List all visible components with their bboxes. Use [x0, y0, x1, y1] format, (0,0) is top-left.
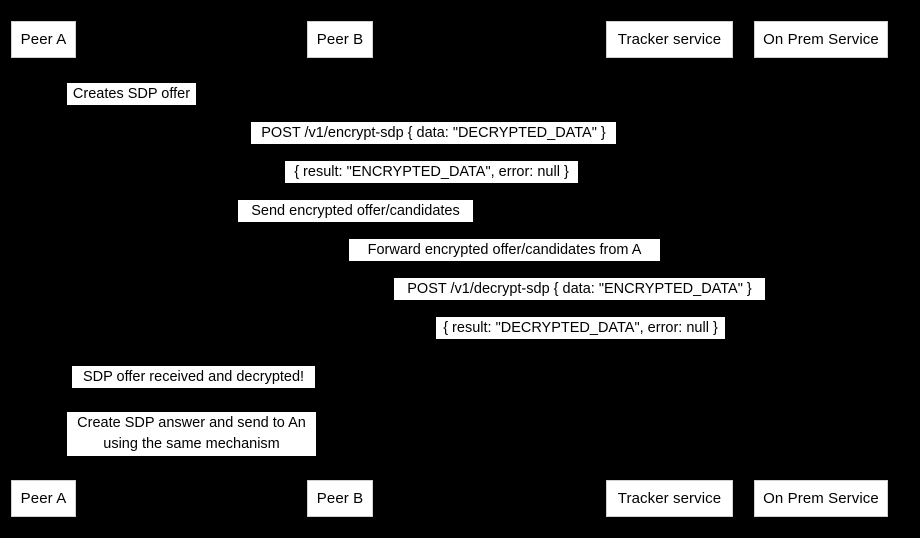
message-create-sdp-answer: Create SDP answer and send to An using t…: [67, 412, 316, 456]
message-post-decrypt-sdp: POST /v1/decrypt-sdp { data: "ENCRYPTED_…: [394, 278, 765, 300]
message-post-encrypt-sdp: POST /v1/encrypt-sdp { data: "DECRYPTED_…: [251, 122, 616, 144]
lifeline-tracker: [669, 58, 670, 480]
message-decrypt-sdp-result: { result: "DECRYPTED_DATA", error: null …: [436, 317, 725, 339]
participant-peer-b-bottom[interactable]: Peer B: [307, 480, 373, 517]
message-send-encrypted-offer-candidates: Send encrypted offer/candidates: [238, 200, 473, 222]
lifeline-peer-a: [43, 58, 44, 480]
message-encrypt-sdp-result: { result: "ENCRYPTED_DATA", error: null …: [285, 161, 578, 183]
participant-on-prem-service-top[interactable]: On Prem Service: [754, 21, 888, 58]
participant-tracker-service-top[interactable]: Tracker service: [606, 21, 733, 58]
message-sdp-offer-received: SDP offer received and decrypted!: [72, 366, 315, 388]
participant-peer-b-top[interactable]: Peer B: [307, 21, 373, 58]
participant-tracker-service-bottom[interactable]: Tracker service: [606, 480, 733, 517]
participant-peer-a-bottom[interactable]: Peer A: [11, 480, 76, 517]
message-creates-sdp-offer: Creates SDP offer: [67, 83, 196, 105]
message-create-sdp-answer-line-2: using the same mechanism: [103, 436, 280, 452]
message-create-sdp-answer-line-1: Create SDP answer and send to An: [77, 415, 306, 431]
participant-peer-a-top[interactable]: Peer A: [11, 21, 76, 58]
lifeline-onprem: [821, 58, 822, 480]
message-forward-encrypted-offer-candidates: Forward encrypted offer/candidates from …: [349, 239, 660, 261]
participant-on-prem-service-bottom[interactable]: On Prem Service: [754, 480, 888, 517]
